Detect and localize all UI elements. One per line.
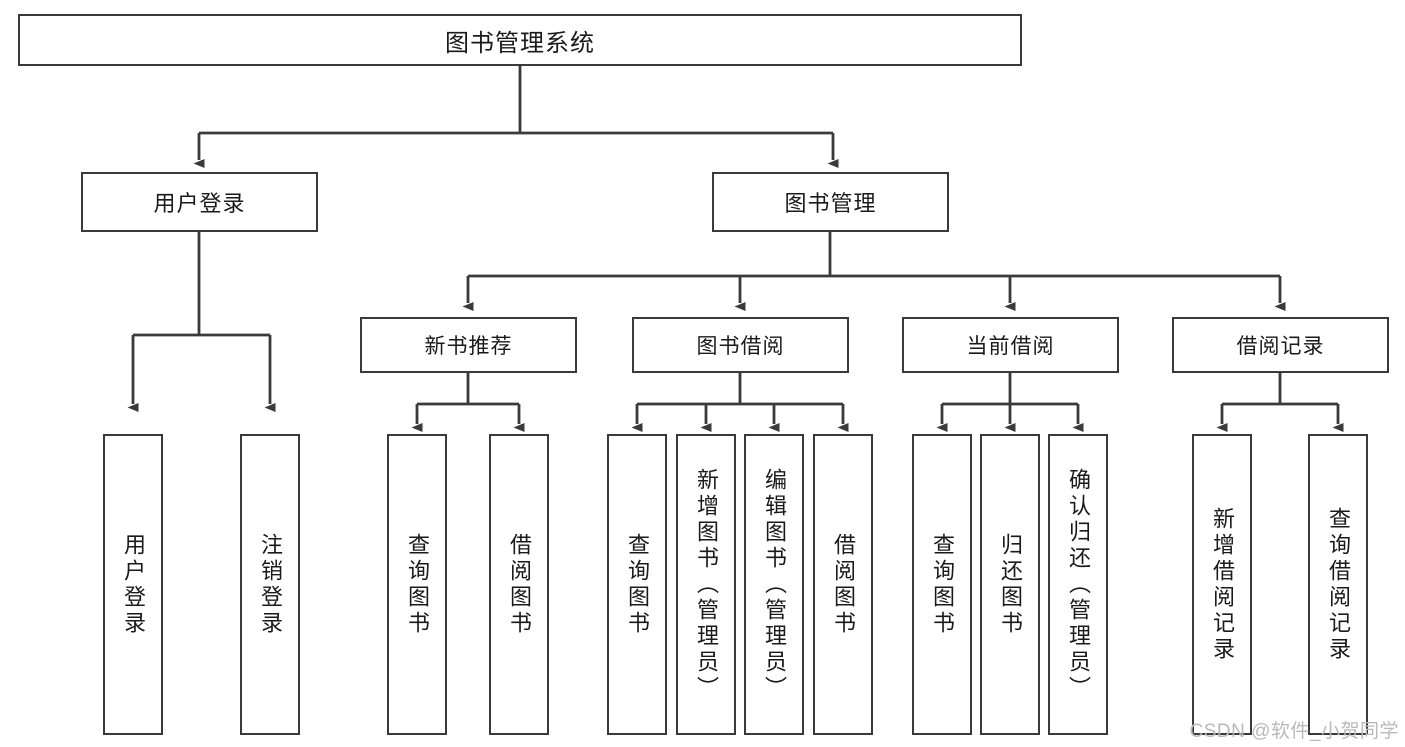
leaf-user-login[interactable]: 用户登录 <box>103 434 163 735</box>
node-user-login-label: 用户登录 <box>153 191 246 216</box>
leaf-edit-book[interactable]: 编辑图书（管理员） <box>744 434 804 735</box>
node-borrow-record-label: 借阅记录 <box>1236 335 1325 358</box>
leaf-add-record[interactable]: 新增借阅记录 <box>1192 434 1252 735</box>
leaf-user-logout[interactable]: 注销登录 <box>240 434 300 735</box>
node-new-book-recommend-label: 新书推荐 <box>424 335 513 358</box>
node-book-borrow-label: 图书借阅 <box>696 335 785 358</box>
leaf-return-book[interactable]: 归还图书 <box>980 434 1040 735</box>
leaf-query-book-1-label: 查询图书 <box>405 532 430 637</box>
leaf-query-book-2-label: 查询图书 <box>625 532 650 637</box>
leaf-confirm-return[interactable]: 确认归还（管理员） <box>1048 434 1108 735</box>
leaf-query-record[interactable]: 查询借阅记录 <box>1308 434 1368 735</box>
leaf-borrow-book-2-label: 借阅图书 <box>831 532 856 637</box>
leaf-borrow-book-1[interactable]: 借阅图书 <box>489 434 549 735</box>
node-borrow-record[interactable]: 借阅记录 <box>1172 317 1389 373</box>
node-book-manage-label: 图书管理 <box>784 191 877 216</box>
node-root-label: 图书管理系统 <box>445 29 595 57</box>
leaf-confirm-return-label: 确认归还（管理员） <box>1066 467 1091 702</box>
node-user-login[interactable]: 用户登录 <box>81 172 318 232</box>
leaf-borrow-book-1-label: 借阅图书 <box>507 532 532 637</box>
leaf-return-book-label: 归还图书 <box>998 532 1023 637</box>
leaf-query-record-label: 查询借阅记录 <box>1326 506 1351 663</box>
leaf-query-book-3[interactable]: 查询图书 <box>912 434 972 735</box>
leaf-user-login-label: 用户登录 <box>121 532 146 637</box>
node-book-manage[interactable]: 图书管理 <box>712 172 949 232</box>
leaf-user-logout-label: 注销登录 <box>258 532 283 637</box>
node-current-borrow-label: 当前借阅 <box>966 335 1055 358</box>
leaf-add-book[interactable]: 新增图书（管理员） <box>676 434 736 735</box>
leaf-query-book-2[interactable]: 查询图书 <box>607 434 667 735</box>
leaf-query-book-1[interactable]: 查询图书 <box>387 434 447 735</box>
watermark-text: CSDN @软件_小贺同学 <box>1189 721 1399 742</box>
leaf-add-book-label: 新增图书（管理员） <box>694 467 719 702</box>
node-book-borrow[interactable]: 图书借阅 <box>632 317 849 373</box>
leaf-borrow-book-2[interactable]: 借阅图书 <box>813 434 873 735</box>
leaf-edit-book-label: 编辑图书（管理员） <box>762 467 787 702</box>
leaf-add-record-label: 新增借阅记录 <box>1210 506 1235 663</box>
leaf-query-book-3-label: 查询图书 <box>930 532 955 637</box>
node-new-book-recommend[interactable]: 新书推荐 <box>360 317 577 373</box>
node-current-borrow[interactable]: 当前借阅 <box>902 317 1119 373</box>
node-root[interactable]: 图书管理系统 <box>18 14 1022 66</box>
